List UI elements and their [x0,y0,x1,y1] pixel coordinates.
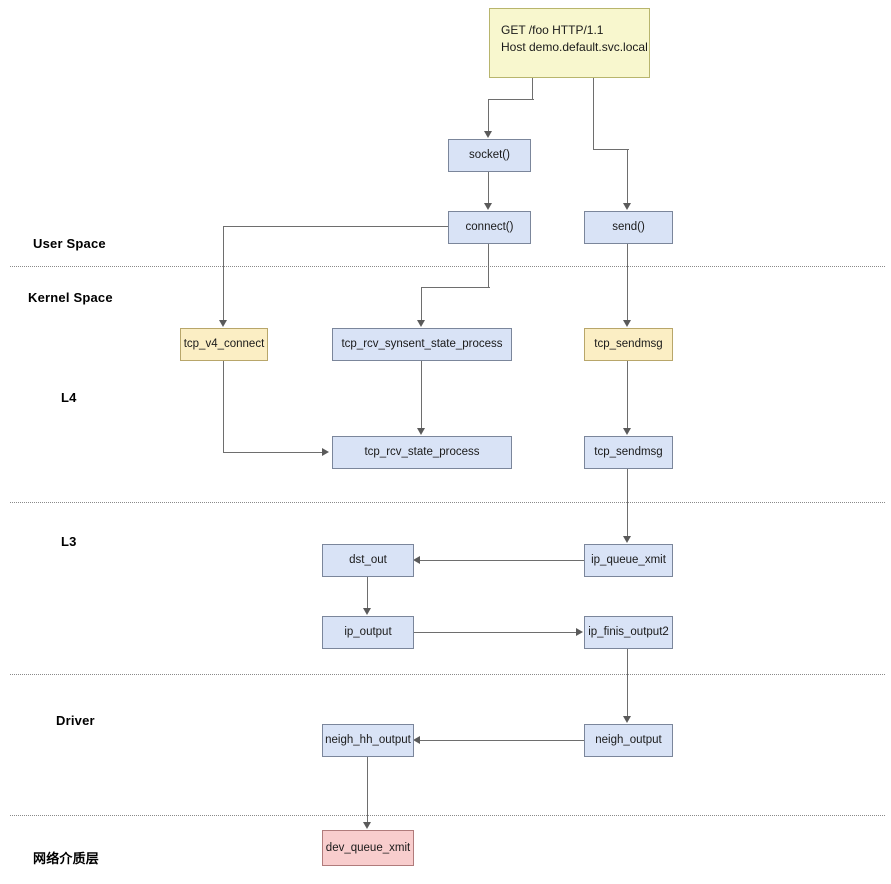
edge-ipoutput-ipfinisoutput2-line [413,632,577,634]
separator-l3-driver [10,674,885,675]
edge-neighoutput-neighhhoutput-arrowhead [413,736,420,744]
edge-tcpsendmsg1-tcpsendmsg2-line [627,360,629,429]
edge-connect-tcpv4-seg2 [223,226,225,321]
edge-send-tcpsendmsg-line [627,243,629,321]
node-tcp-v4-connect[interactable]: tcp_v4_connect [180,328,268,361]
node-ip-finis-output2[interactable]: ip_finis_output2 [584,616,673,649]
layer-label-kernel-space: Kernel Space [28,290,113,305]
edge-tcpv4-rcvstate-seg1 [223,360,225,453]
edge-tcpsendmsg1-tcpsendmsg2-arrowhead [623,428,631,435]
node-ip-queue-xmit[interactable]: ip_queue_xmit [584,544,673,577]
layer-label-driver: Driver [56,713,95,728]
edge-request-socket-seg2 [488,99,534,101]
edge-request-socket-seg1 [532,78,534,100]
edge-synsent-rcvstate-arrowhead [417,428,425,435]
layer-label-l4: L4 [61,390,77,405]
node-http-request[interactable]: GET /foo HTTP/1.1 Host demo.default.svc.… [489,8,650,78]
node-dev-queue-xmit[interactable]: dev_queue_xmit [322,830,414,866]
edge-request-send-arrowhead [623,203,631,210]
edge-socket-connect-line [488,171,490,204]
edge-connect-synsent-arrowhead [417,320,425,327]
layer-label-l3: L3 [61,534,77,549]
node-tcp-sendmsg-2[interactable]: tcp_sendmsg [584,436,673,469]
edge-connect-synsent-seg2 [421,287,490,289]
separator-user-kernel [10,266,885,267]
edge-request-send-seg1 [593,78,595,150]
edge-request-send-seg2 [593,149,629,151]
edge-request-socket-seg3 [488,99,490,132]
edge-neighoutput-neighhhoutput-line [420,740,585,742]
node-neigh-hh-output[interactable]: neigh_hh_output [322,724,414,757]
edge-tcpsendmsg2-ipqueuexmit-arrowhead [623,536,631,543]
node-tcp-rcv-synsent-state-process[interactable]: tcp_rcv_synsent_state_process [332,328,512,361]
edge-dstout-ipoutput-arrowhead [363,608,371,615]
edge-tcpsendmsg2-ipqueuexmit-line [627,468,629,537]
node-neigh-output[interactable]: neigh_output [584,724,673,757]
node-socket[interactable]: socket() [448,139,531,172]
edge-connect-synsent-seg3 [421,287,423,321]
edge-dstout-ipoutput-line [367,576,369,609]
layer-label-network-media: 网络介质层 [33,851,100,866]
separator-driver-media [10,815,885,816]
separator-l4-l3 [10,502,885,503]
edge-request-socket-arrowhead [484,131,492,138]
edge-ipfinisoutput2-neighoutput-line [627,648,629,717]
edge-ipqueuexmit-dstout-arrowhead [413,556,420,564]
layer-label-user-space: User Space [33,236,106,251]
node-connect[interactable]: connect() [448,211,531,244]
edge-send-tcpsendmsg-arrowhead [623,320,631,327]
node-tcp-rcv-state-process[interactable]: tcp_rcv_state_process [332,436,512,469]
edge-ipqueuexmit-dstout-line [420,560,585,562]
edge-tcpv4-rcvstate-seg2 [223,452,323,454]
edge-connect-tcpv4-seg1 [224,226,449,228]
edge-socket-connect-arrowhead [484,203,492,210]
edge-tcpv4-rcvstate-arrowhead [322,448,329,456]
edge-ipfinisoutput2-neighoutput-arrowhead [623,716,631,723]
node-dst-out[interactable]: dst_out [322,544,414,577]
node-send[interactable]: send() [584,211,673,244]
edge-neighhhoutput-devqueuexmit-line [367,756,369,823]
edge-synsent-rcvstate-line [421,360,423,429]
edge-connect-tcpv4-arrowhead [219,320,227,327]
edge-request-send-seg3 [627,149,629,204]
edge-connect-synsent-seg1 [488,243,490,288]
node-tcp-sendmsg-1[interactable]: tcp_sendmsg [584,328,673,361]
edge-neighhhoutput-devqueuexmit-arrowhead [363,822,371,829]
node-ip-output[interactable]: ip_output [322,616,414,649]
edge-ipoutput-ipfinisoutput2-arrowhead [576,628,583,636]
